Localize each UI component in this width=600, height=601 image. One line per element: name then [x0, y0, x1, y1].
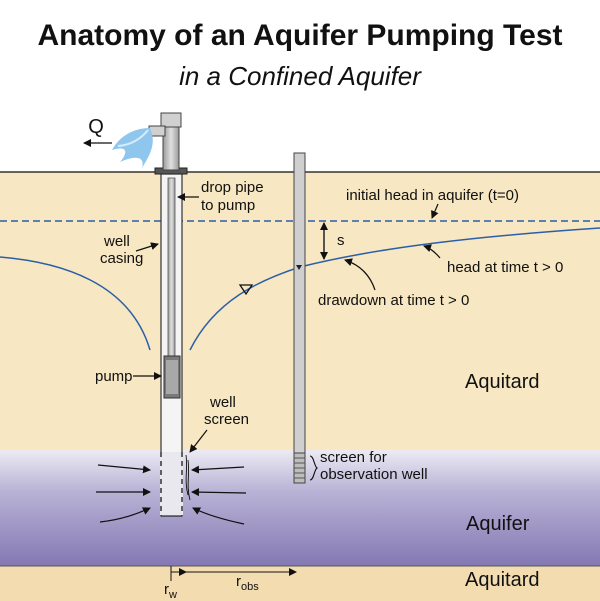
aquifer-label: Aquifer — [466, 513, 530, 535]
inflow-arrow-right-1 — [191, 465, 245, 474]
r-obs-main: r — [236, 573, 241, 590]
drawdown-curve-left — [0, 256, 151, 351]
well-screen-leader — [189, 429, 208, 453]
lower-aquitard-layer — [0, 566, 600, 601]
r-w-main: r — [164, 581, 169, 598]
water-spray-icon — [112, 128, 153, 168]
water-level-symbol-icon — [238, 284, 254, 296]
drawdown-leader — [344, 258, 376, 291]
observation-well-casing — [293, 152, 306, 484]
r-w-label: rw — [164, 581, 177, 601]
inflow-arrow-right-2 — [191, 488, 247, 497]
r-obs-sub: obs — [241, 581, 259, 593]
well-screen-bracket — [185, 454, 191, 501]
drop-pipe-label-line2: to pump — [201, 197, 255, 214]
drop-pipe-label-line1: drop pipe — [201, 179, 264, 196]
drop-pipe — [167, 177, 176, 359]
well-screen-region — [160, 452, 183, 516]
diagram-title: Anatomy of an Aquifer Pumping Test — [37, 19, 562, 52]
well-screen-label-line1: well — [209, 394, 236, 411]
lower-aquitard-label: Aquitard — [465, 569, 540, 591]
well-screen-label-line2: screen — [204, 411, 249, 428]
upper-aquitard-label: Aquitard — [465, 371, 540, 393]
initial-head-leader — [431, 203, 439, 219]
well-casing-label-line1: well — [103, 233, 130, 250]
r-obs-label: robs — [236, 573, 259, 593]
wellhead-cap — [160, 112, 182, 128]
observation-water-level-icon — [296, 265, 302, 270]
r-w-sub: w — [168, 589, 177, 601]
discharge-label: Q — [88, 116, 104, 138]
inflow-arrow-right-3 — [192, 507, 245, 525]
obs-screen-brace — [309, 455, 318, 481]
s-label: s — [337, 232, 345, 249]
head-time-leader — [423, 244, 441, 259]
drawdown-curve-right — [189, 227, 600, 351]
obs-screen-label-line1: screen for — [320, 449, 387, 466]
pump-label: pump — [95, 368, 133, 385]
drawdown-label: drawdown at time t > 0 — [318, 292, 469, 309]
well-casing-label-line2: casing — [100, 250, 143, 267]
well-casing-leader — [135, 242, 159, 252]
inflow-arrow-left-3 — [99, 507, 151, 523]
initial-head-label: initial head in aquifer (t=0) — [346, 187, 519, 204]
pump-highlight — [166, 360, 178, 394]
head-time-label: head at time t > 0 — [447, 259, 563, 276]
water-spray-highlight — [117, 129, 149, 147]
obs-screen-label-line2: observation well — [320, 466, 428, 483]
diagram-subtitle: in a Confined Aquifer — [179, 61, 422, 91]
observation-screen-slots — [294, 457, 305, 479]
inflow-arrow-left-1 — [97, 464, 151, 474]
